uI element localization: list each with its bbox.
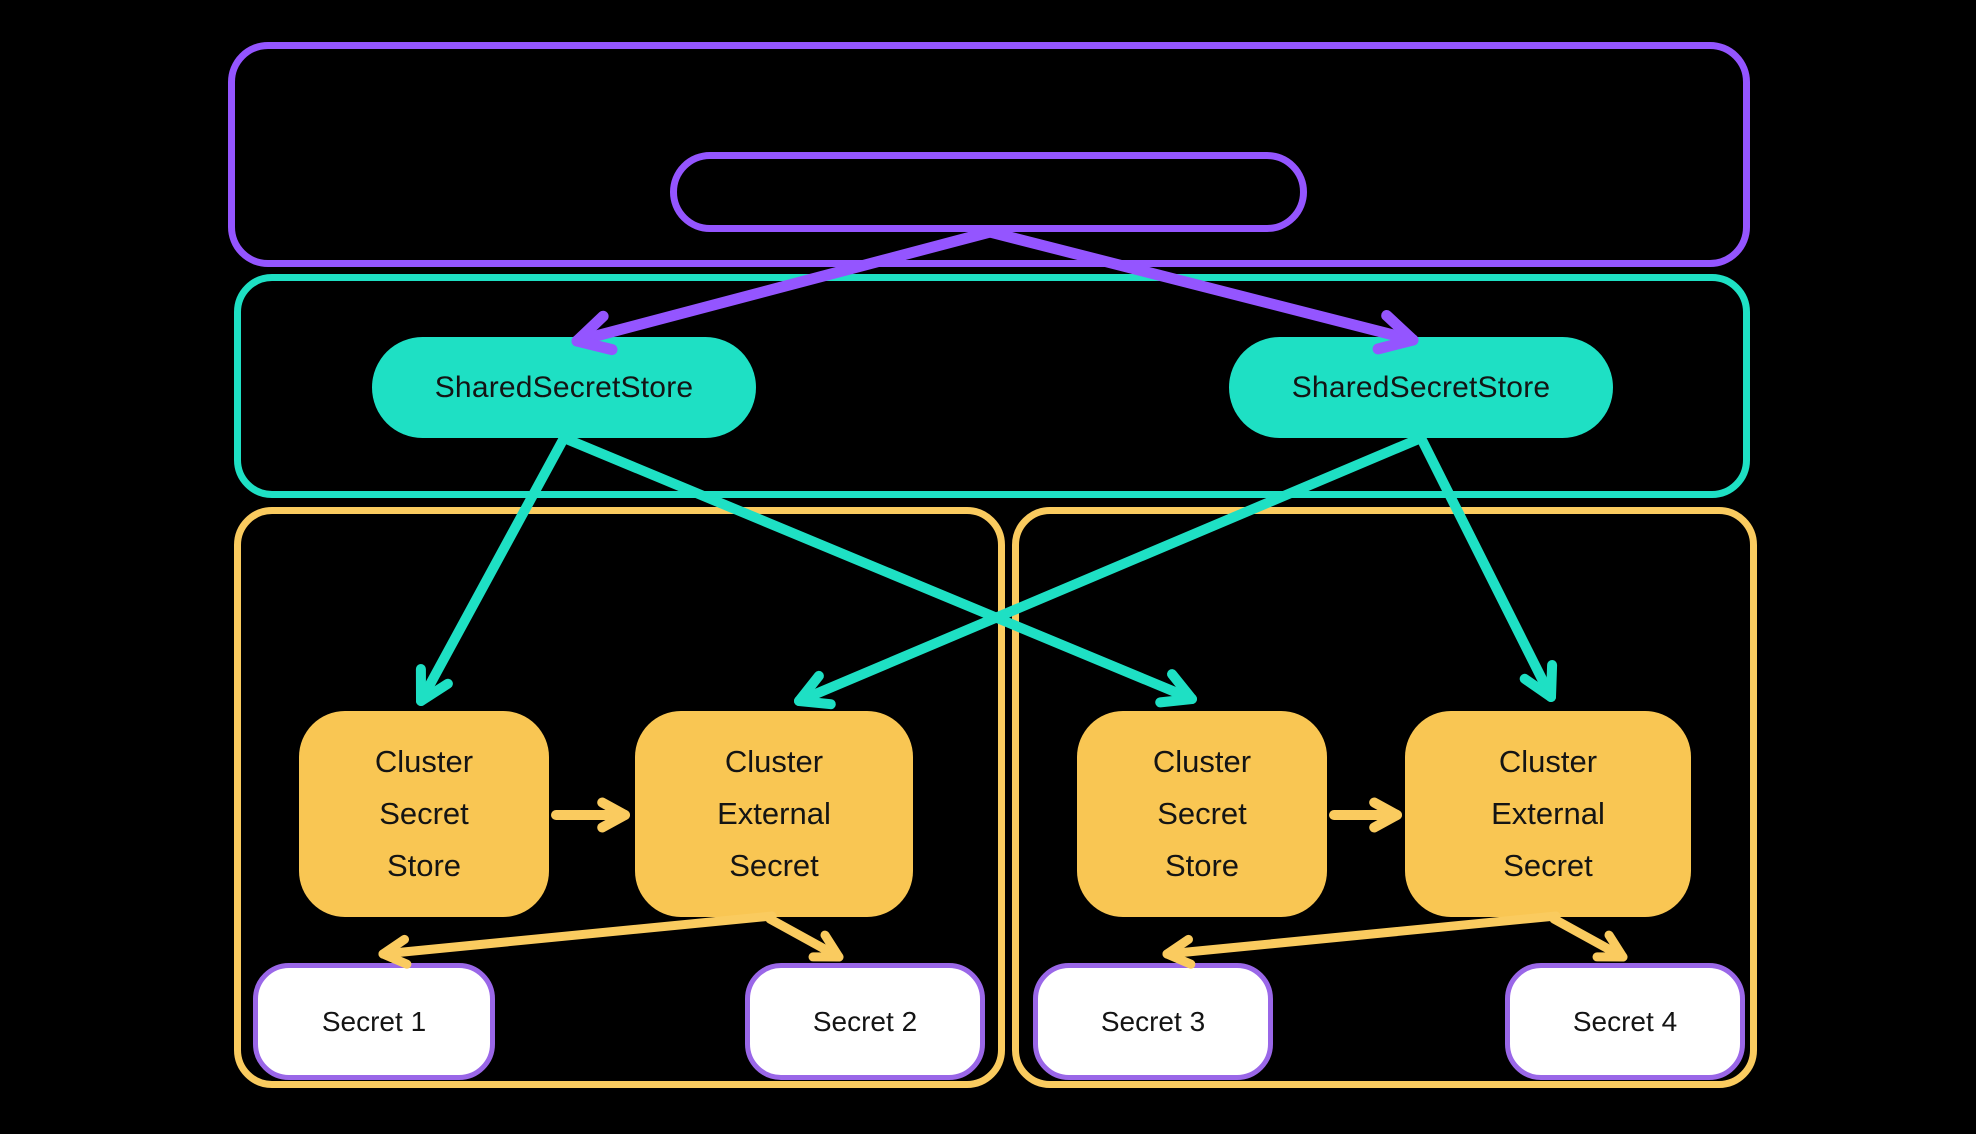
label-line: Secret [729, 848, 819, 883]
label-line: Secret [379, 796, 469, 831]
secret-3-label: Secret 3 [1100, 1005, 1206, 1037]
shared-secret-store-left: SharedSecretStore [372, 337, 756, 438]
secret-1-label: Secret 1 [321, 1005, 427, 1037]
secret-4: Secret 4 [1505, 963, 1745, 1080]
label-line: Secret [1503, 848, 1593, 883]
label-line: Cluster [374, 744, 474, 779]
label-line: Cluster [724, 744, 824, 779]
shared-secret-store-right: SharedSecretStore [1229, 337, 1613, 438]
secret-3: Secret 3 [1033, 963, 1273, 1080]
cluster-external-secret-right: Cluster External Secret [1405, 711, 1691, 917]
shared-secret-store-right-label: SharedSecretStore [1291, 370, 1551, 404]
label-line: Store [386, 848, 462, 883]
secret-4-label: Secret 4 [1572, 1005, 1678, 1037]
label-line: Cluster [1498, 744, 1598, 779]
label-line: External [717, 796, 831, 831]
secret-2-label: Secret 2 [812, 1005, 918, 1037]
shared-secret-store-left-label: SharedSecretStore [434, 370, 694, 404]
cluster-secret-store-left: Cluster Secret Store [299, 711, 549, 917]
cluster-external-secret-left: Cluster External Secret [635, 711, 913, 917]
cluster-external-secret-left-label: Cluster External Secret [717, 736, 831, 892]
cluster-external-secret-right-label: Cluster External Secret [1491, 736, 1605, 892]
cluster-secret-store-right: Cluster Secret Store [1077, 711, 1327, 917]
top-pill [670, 152, 1307, 232]
label-line: External [1491, 796, 1605, 831]
label-line: Store [1164, 848, 1240, 883]
label-line: Secret [1157, 796, 1247, 831]
secret-2: Secret 2 [745, 963, 985, 1080]
cluster-secret-store-left-label: Cluster Secret Store [375, 736, 473, 892]
cluster-secret-store-right-label: Cluster Secret Store [1153, 736, 1251, 892]
secret-1: Secret 1 [253, 963, 495, 1080]
label-line: Cluster [1152, 744, 1252, 779]
